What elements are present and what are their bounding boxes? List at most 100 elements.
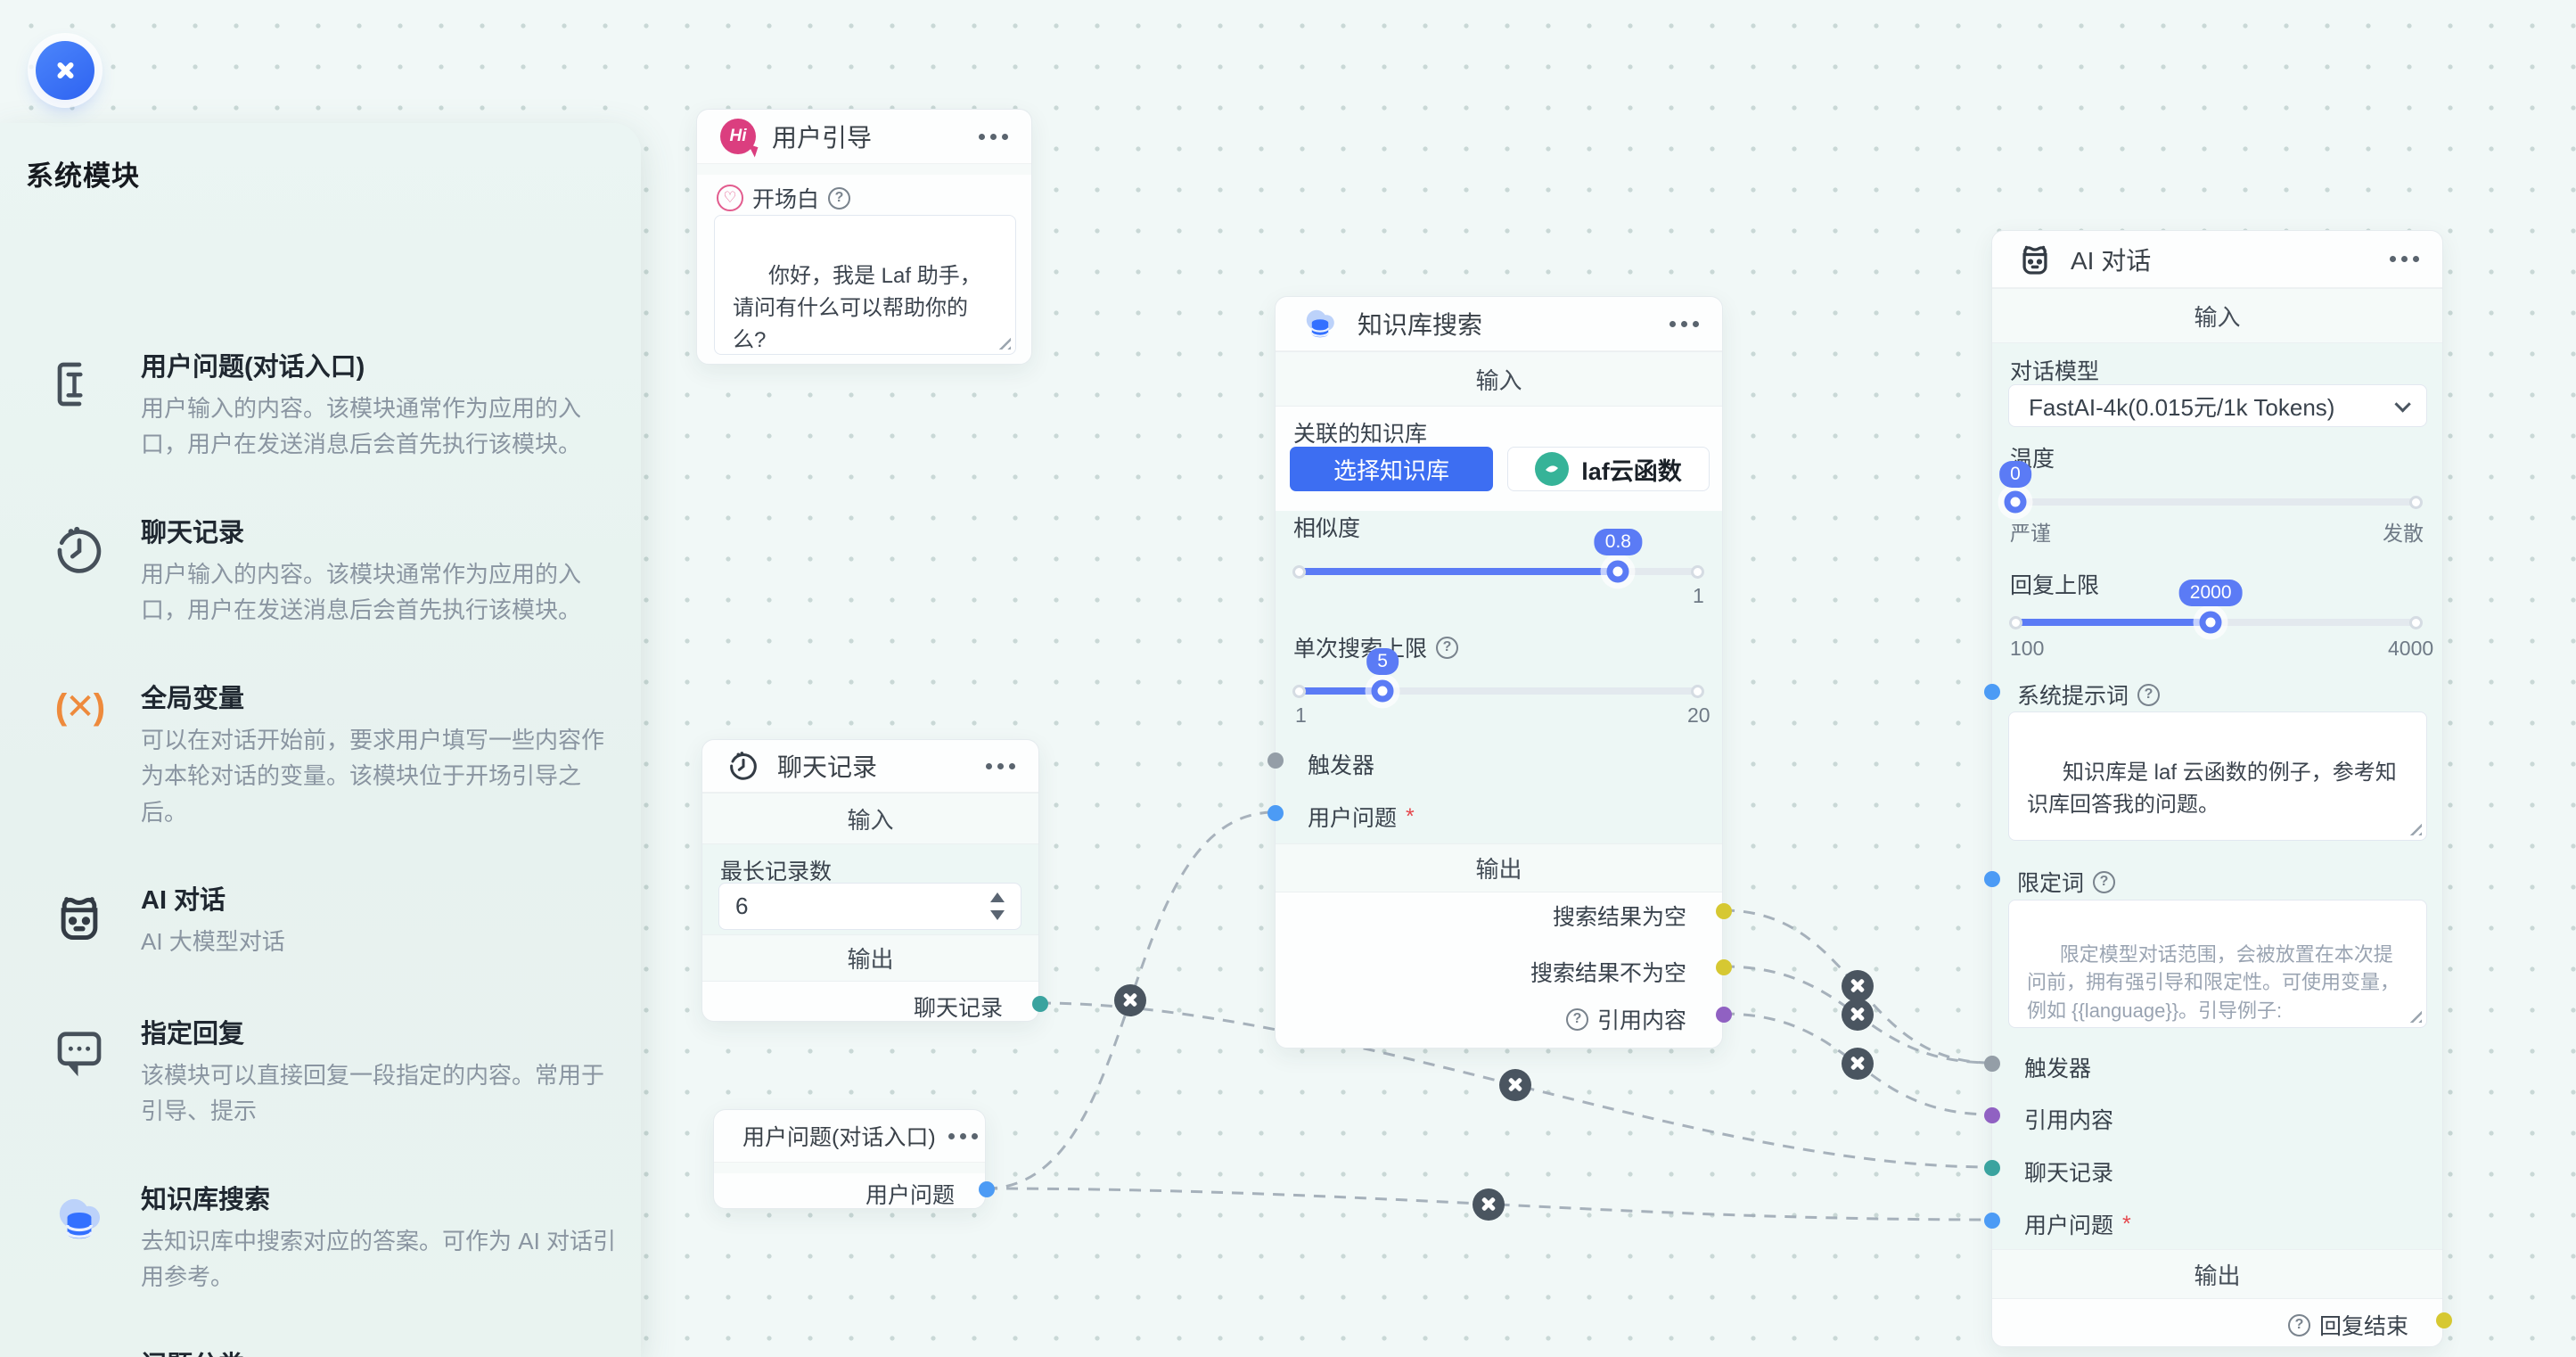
port-limit-words-in[interactable] [1984,871,2000,887]
more-menu-button[interactable] [979,133,1008,140]
port-trigger-in[interactable] [1267,753,1284,769]
model-select[interactable]: FastAI-4k(0.015元/1k Tokens) [2008,384,2427,427]
resize-handle-icon[interactable] [2408,1008,2422,1023]
node-title: 知识库搜索 [1358,311,1483,339]
output-answer-end-label: ?回复结束 [2287,1309,2408,1341]
sidebar-item-desc: 可以在对话开始前，要求用户填写一些内容作为本轮对话的变量。该模块位于开场引导之后… [141,727,605,826]
node-title: 用户问题(对话入口) [742,1125,936,1150]
stepper-down-icon[interactable] [990,910,1005,920]
search-limit-slider[interactable]: 5 [1292,648,1704,703]
more-menu-button[interactable] [986,762,1015,769]
clock-history-icon [45,512,114,629]
resize-handle-icon[interactable] [2408,821,2422,835]
delete-connection-icon[interactable] [1842,999,1874,1031]
sidebar-item-fixed-reply[interactable]: 指定回复 该模块可以直接回复一段指定的内容。常用于引导、提示 [45,1013,624,1130]
opening-textarea[interactable]: 你好，我是 Laf 助手，请问有什么可以帮助你的么? [laf 有什么用？] [… [714,215,1016,355]
help-icon[interactable]: ? [2093,870,2116,893]
select-kb-button[interactable]: 选择知识库 [1290,447,1493,491]
sidebar-title: 系统模块 [26,160,140,192]
help-icon[interactable]: ? [1436,636,1459,659]
user-question-input-label: 用户问题* [1308,803,1415,832]
node-chat-history[interactable]: 聊天记录 输入 最长记录数 6 输出 聊天记录 [701,739,1048,1022]
sidebar-item-desc: 去知识库中搜索对应的答案。可作为 AI 对话引用参考。 [141,1228,617,1291]
model-label: 对话模型 [2010,359,2100,384]
slider-max-label: 1 [1693,584,1704,607]
kb-tag-laf[interactable]: laf云函数 [1507,447,1710,491]
help-icon[interactable]: ? [1565,1007,1588,1031]
connection-line [1038,1001,1992,1169]
delete-connection-icon[interactable] [1114,984,1146,1016]
sidebar-item-kb-search[interactable]: 知识库搜索 去知识库中搜索对应的答案。可作为 AI 对话引用参考。 [45,1179,624,1295]
help-icon[interactable]: ? [828,186,851,210]
node-title: 聊天记录 [777,753,878,781]
number-stepper[interactable] [990,892,1005,920]
chevron-down-icon [2394,395,2411,413]
sidebar-item-label: 知识库搜索 [141,1186,271,1214]
heart-bubble-icon: ♡ [717,185,743,211]
output-empty-label: 搜索结果为空 [1552,905,1686,930]
node-kb-search[interactable]: 知识库搜索 输入 关联的知识库 选择知识库 laf云函数 相似度 0.8 1 单… [1267,296,1732,1049]
node-header[interactable]: AI 对话 [1992,231,2442,288]
port-answer-end-out[interactable] [2436,1312,2452,1328]
sidebar-item-label: 用户问题(对话入口) [141,353,365,382]
port-history-in[interactable] [1984,1160,2000,1176]
node-header[interactable]: 聊天记录 [702,740,1038,793]
sidebar-item-question-classify[interactable]: 问题分类 可以判断用户问题属于哪方面问题，从而执行不同的操作。 [45,1345,624,1357]
node-user-question[interactable]: 用户问题(对话入口) 用户问题 [713,1109,995,1209]
clock-history-icon [730,752,757,780]
node-ai-chat[interactable]: AI 对话 输入 对话模型 FastAI-4k(0.015元/1k Tokens… [1984,230,2452,1347]
similarity-label: 相似度 [1293,516,1361,541]
sidebar-item-ai-chat[interactable]: AI 对话 AI 大模型对话 [45,879,624,959]
slider-thumb[interactable] [1371,679,1394,703]
limit-words-textarea[interactable]: 限定模型对话范围，会被放置在本次提问前，拥有强引导和限定性。可使用变量，例如 {… [2008,900,2427,1028]
slider-max-label: 20 [1687,703,1710,727]
delete-connection-icon[interactable] [1842,970,1874,1002]
slider-thumb[interactable] [2004,490,2027,514]
node-user-guide[interactable]: Hi 用户引导 ♡ 开场白 ? 你好，我是 Laf 助手，请问有什么可以帮助你的… [696,109,1032,365]
port-system-prompt-in[interactable] [1984,684,2000,700]
delete-connection-icon[interactable] [1473,1188,1505,1221]
sidebar-item-chat-history[interactable]: 聊天记录 用户输入的内容。该模块通常作为应用的入口，用户在发送消息后会首先执行该… [45,512,624,629]
more-menu-button[interactable] [1669,320,1699,327]
node-title: AI 对话 [2071,246,2152,275]
delete-connection-icon[interactable] [1842,1048,1874,1080]
close-button[interactable] [36,41,94,100]
max-records-input[interactable]: 6 [718,883,1021,930]
resize-handle-icon[interactable] [997,335,1011,350]
stepper-up-icon[interactable] [990,892,1005,902]
system-prompt-textarea[interactable]: 知识库是 laf 云函数的例子，参考知识库回答我的问题。 [2008,711,2427,841]
port-quote-in[interactable] [1984,1107,2000,1123]
sidebar-item-label: 聊天记录 [141,519,245,547]
help-icon[interactable]: ? [2137,683,2161,706]
sidebar-item-user-question[interactable]: 用户问题(对话入口) 用户输入的内容。该模块通常作为应用的入口，用户在发送消息后… [45,346,624,463]
slider-thumb[interactable] [1606,560,1629,583]
port-user-question-in[interactable] [1984,1213,2000,1229]
robot-icon [2022,245,2047,275]
port-quote-out[interactable] [1716,1007,1732,1023]
slider-min-label: 严谨 [2010,522,2051,545]
port-result-empty-out[interactable] [1716,903,1732,919]
port-user-question-out[interactable] [979,1181,995,1197]
output-section-header: 输出 [1992,1249,2442,1299]
more-menu-button[interactable] [948,1132,978,1139]
similarity-slider[interactable]: 0.8 [1292,529,1704,583]
port-user-question-in[interactable] [1267,805,1284,821]
input-section-header: 输入 [702,793,1038,844]
trigger-input-label: 触发器 [2024,1057,2092,1081]
sidebar-item-global-variable[interactable]: (✕) 全局变量 可以在对话开始前，要求用户填写一些内容作为本轮对话的变量。该模… [45,678,624,830]
port-result-not-empty-out[interactable] [1716,959,1732,975]
chat-bubble-dots-icon [45,1013,114,1130]
reply-limit-slider[interactable]: 2000 [2009,580,2423,634]
node-header[interactable]: 知识库搜索 [1276,297,1722,351]
port-chat-history-out[interactable] [1032,996,1048,1012]
port-trigger-in[interactable] [1984,1056,2000,1072]
delete-connection-icon[interactable] [1499,1069,1531,1101]
temperature-slider[interactable]: 0 [1999,461,2423,514]
node-header[interactable]: Hi 用户引导 [697,110,1031,164]
more-menu-button[interactable] [2390,256,2419,262]
slider-thumb[interactable] [2199,611,2222,634]
user-question-input-label: 用户问题* [2024,1211,2131,1239]
node-header[interactable]: 用户问题(对话入口) [714,1110,985,1163]
help-icon[interactable]: ? [2287,1313,2310,1336]
